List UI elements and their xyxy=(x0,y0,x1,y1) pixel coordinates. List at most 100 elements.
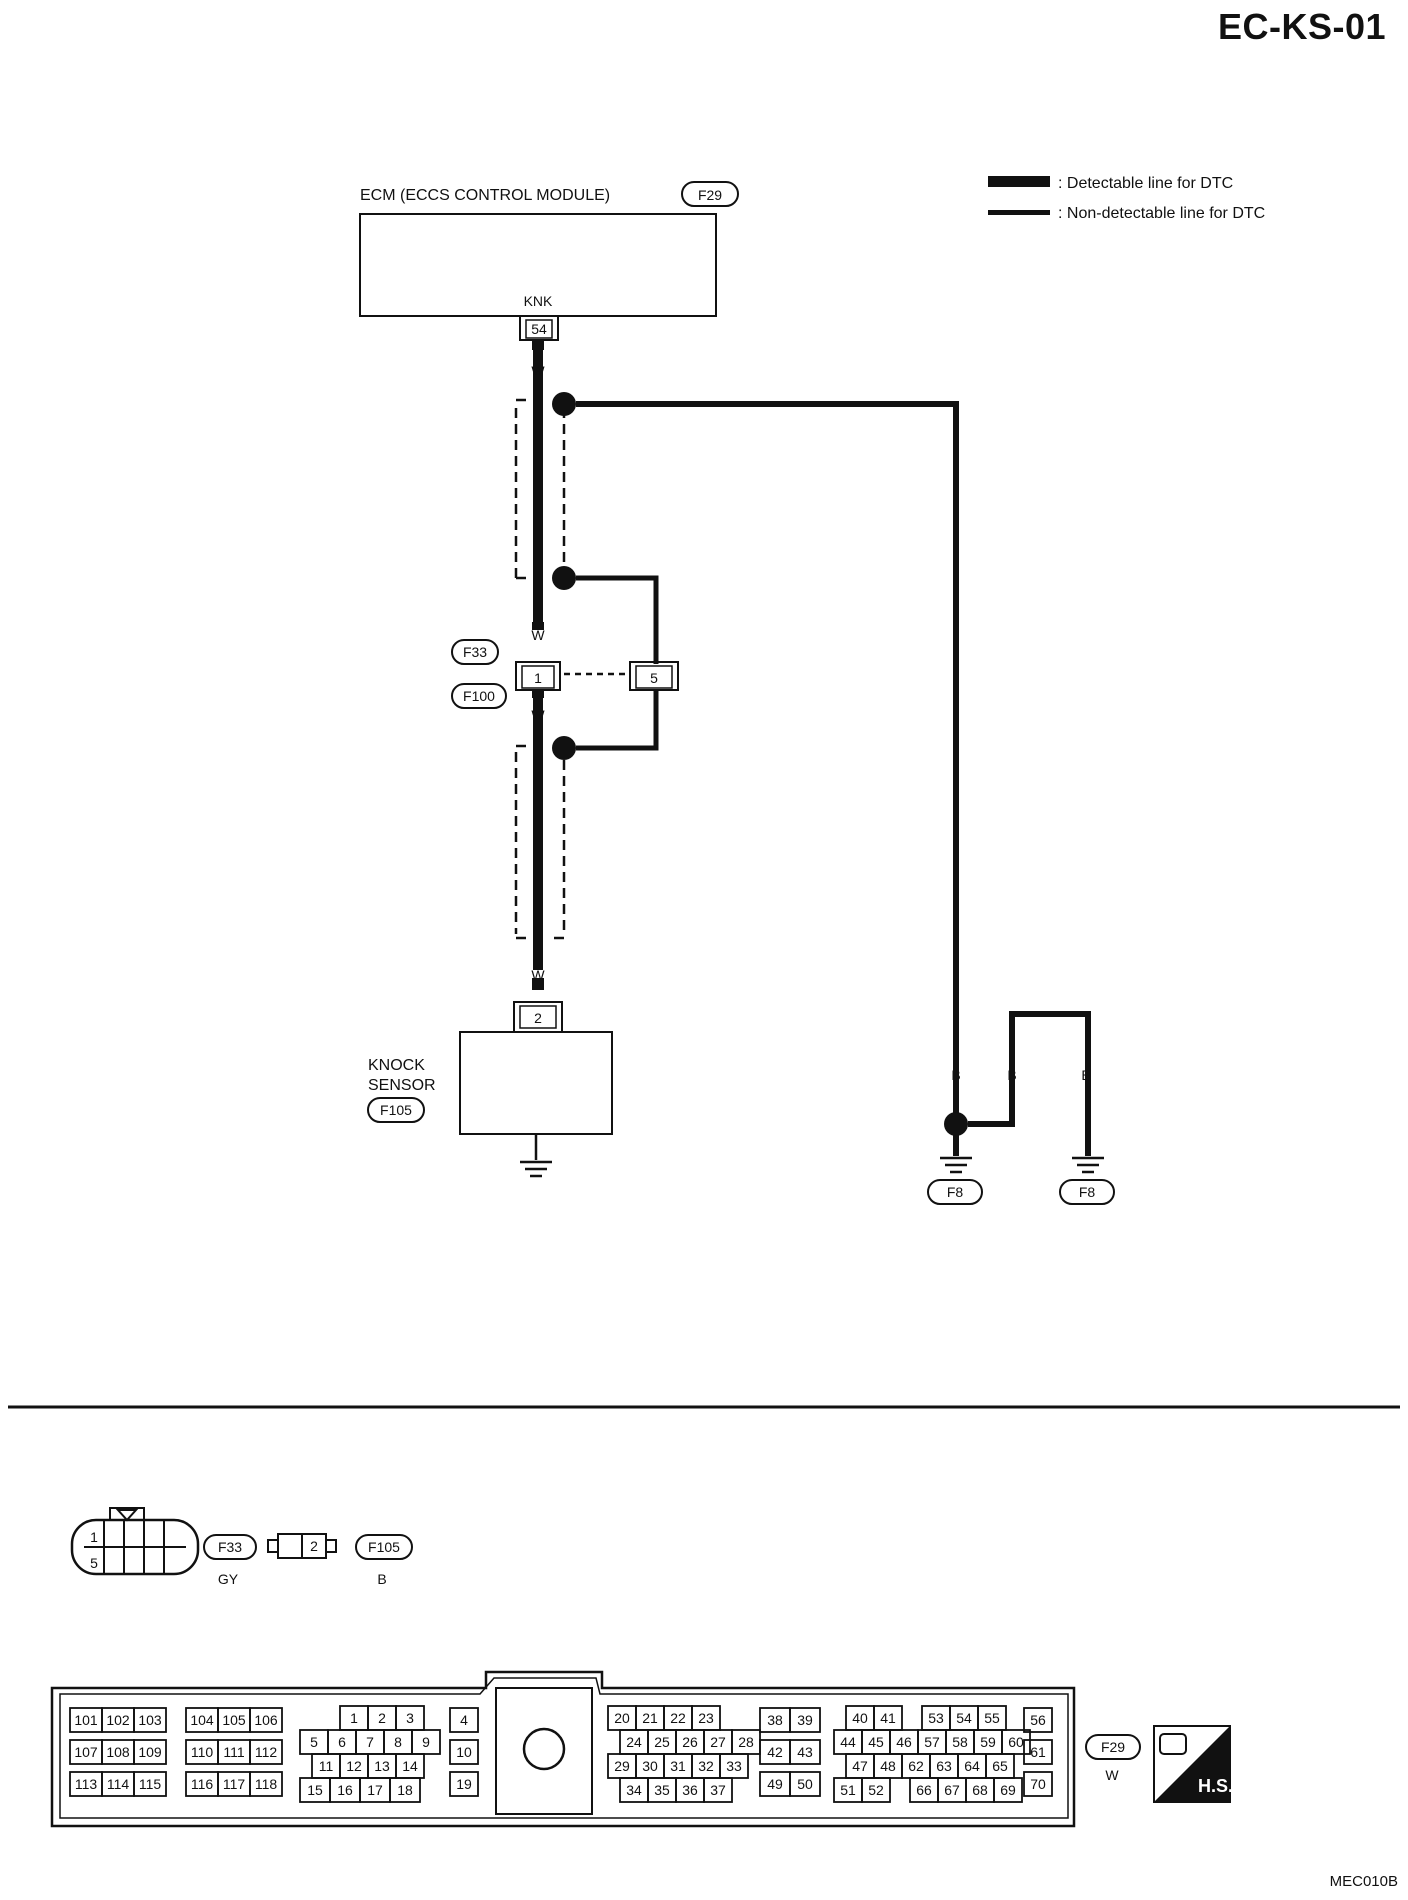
f105-badge xyxy=(367,1097,425,1123)
wire-color-w-3: W xyxy=(531,707,545,723)
f29-pin-64: 64 xyxy=(964,1758,980,1774)
f29-pin-68: 68 xyxy=(972,1782,988,1798)
knock-sensor-box xyxy=(459,1031,613,1135)
f29-pin-36: 36 xyxy=(682,1782,698,1798)
wire-color-w-4: W xyxy=(531,967,545,983)
f33-face-view: 1 5 F33 GY xyxy=(70,1507,257,1587)
wire-color-w-2: W xyxy=(531,627,545,643)
f29-pin-31: 31 xyxy=(670,1758,686,1774)
f29-pin-cell xyxy=(703,1777,733,1803)
non-detectable-line-swatch xyxy=(988,210,1050,215)
f29-pin-cell xyxy=(133,1739,167,1765)
f29-pin-41: 41 xyxy=(880,1710,896,1726)
f29-pin-9: 9 xyxy=(422,1734,430,1750)
f29-pin-108: 108 xyxy=(106,1744,130,1760)
f105-id: F105 xyxy=(380,1102,412,1118)
f29-pin-13: 13 xyxy=(374,1758,390,1774)
harness-side-badge: H.S. xyxy=(1153,1725,1233,1803)
f105-face-pin-2: 2 xyxy=(310,1538,318,1554)
shield-link-line xyxy=(576,575,659,751)
f29-view-color: W xyxy=(1105,1767,1119,1783)
ground-f8-right-badge xyxy=(1059,1179,1115,1205)
f29-pin-cell xyxy=(249,1771,283,1797)
f29-pin-70: 70 xyxy=(1030,1776,1046,1792)
f29-pin-30: 30 xyxy=(642,1758,658,1774)
legend: : Detectable line for DTC : Non-detectab… xyxy=(988,175,1265,222)
f29-pin-53: 53 xyxy=(928,1710,944,1726)
f29-pin-50: 50 xyxy=(797,1776,813,1792)
f29-pin-16: 16 xyxy=(337,1782,353,1798)
f29-pin-cell xyxy=(1023,1739,1053,1765)
f29-pin-cell xyxy=(249,1707,283,1733)
f29-pin-cell xyxy=(449,1771,479,1797)
f105-view-id: F105 xyxy=(368,1539,400,1555)
wire-color-b-1: B xyxy=(951,1067,960,1083)
f29-lock-hole xyxy=(522,1727,566,1771)
shield-upper xyxy=(514,398,566,580)
legend-detectable-text: : Detectable line for DTC xyxy=(1058,175,1233,192)
f29-pin-102: 102 xyxy=(106,1712,130,1728)
f100-id: F100 xyxy=(463,688,495,704)
f29-pin-10: 10 xyxy=(456,1744,472,1760)
f29-pin-23: 23 xyxy=(698,1710,714,1726)
f29-pin-110: 110 xyxy=(191,1744,214,1760)
f29-pin-45: 45 xyxy=(868,1734,884,1750)
ecm-block: ECM (ECCS CONTROL MODULE) F29 KNK 54 xyxy=(359,181,739,341)
junction-pin-1: 1 xyxy=(534,670,542,686)
legend-non-detectable-text: : Non-detectable line for DTC xyxy=(1058,205,1265,222)
knock-sensor-label-1: KNOCK xyxy=(368,1057,425,1074)
f29-pin-103: 103 xyxy=(138,1712,162,1728)
shield-splice-mid xyxy=(552,566,576,590)
f29-pin-cell xyxy=(133,1707,167,1733)
shield-ground-line xyxy=(576,401,959,1090)
f29-pin-104: 104 xyxy=(190,1712,214,1728)
f29-pin-24: 24 xyxy=(626,1734,642,1750)
f29-pin-59: 59 xyxy=(980,1734,996,1750)
f29-pin-cell xyxy=(1001,1729,1031,1755)
junction-connector: F33 F100 1 5 xyxy=(451,639,679,709)
connector-icon xyxy=(1159,1733,1187,1755)
f29-pin-62: 62 xyxy=(908,1758,924,1774)
f29-outline xyxy=(50,1670,1076,1828)
knock-sensor-label-2: SENSOR xyxy=(368,1077,436,1094)
f29-pin-63: 63 xyxy=(936,1758,952,1774)
f29-pin-60: 60 xyxy=(1008,1734,1024,1750)
f29-pin-cell xyxy=(411,1729,441,1755)
f29-pin-47: 47 xyxy=(852,1758,868,1774)
f29-pin-32: 32 xyxy=(698,1758,714,1774)
f29-pin-cell xyxy=(1023,1707,1053,1733)
f29-pin-19: 19 xyxy=(456,1776,472,1792)
f29-pin-58: 58 xyxy=(952,1734,968,1750)
f33-view-color: GY xyxy=(218,1571,239,1587)
f29-pin-27: 27 xyxy=(710,1734,726,1750)
f29-pin-cell xyxy=(449,1739,479,1765)
ground-f8-left-badge xyxy=(927,1179,983,1205)
detectable-line-swatch xyxy=(988,176,1050,187)
f29-pin-cell xyxy=(449,1707,479,1733)
f33-badge xyxy=(451,639,499,665)
f29-pin-46: 46 xyxy=(896,1734,912,1750)
f29-pin-1: 1 xyxy=(350,1710,358,1726)
f29-pin-cell xyxy=(789,1771,821,1797)
f29-pin-56: 56 xyxy=(1030,1712,1046,1728)
f29-pin-7: 7 xyxy=(366,1734,374,1750)
ground-section: B B B F8 F8 xyxy=(927,1011,1115,1205)
knock-sensor: 2 KNOCK SENSOR F105 xyxy=(367,1001,613,1178)
f29-pin-111: 111 xyxy=(223,1744,244,1760)
f29-pin-40: 40 xyxy=(852,1710,868,1726)
f29-pin-cell xyxy=(249,1739,283,1765)
f29-pin-5: 5 xyxy=(310,1734,318,1750)
f29-pin-69: 69 xyxy=(1000,1782,1016,1798)
f29-pin-26: 26 xyxy=(682,1734,698,1750)
wire-color-w-1: W xyxy=(531,363,545,379)
f33-view-id: F33 xyxy=(218,1539,242,1555)
page-title: EC-KS-01 xyxy=(1217,6,1386,47)
f29-pin-21: 21 xyxy=(642,1710,658,1726)
f29-pin-35: 35 xyxy=(654,1782,670,1798)
ground-f8-left: F8 xyxy=(947,1184,964,1200)
f29-pin-117: 117 xyxy=(223,1776,246,1792)
f29-pin-66: 66 xyxy=(916,1782,932,1798)
shield-splice-low xyxy=(552,736,576,760)
f29-pin-118: 118 xyxy=(255,1776,278,1792)
